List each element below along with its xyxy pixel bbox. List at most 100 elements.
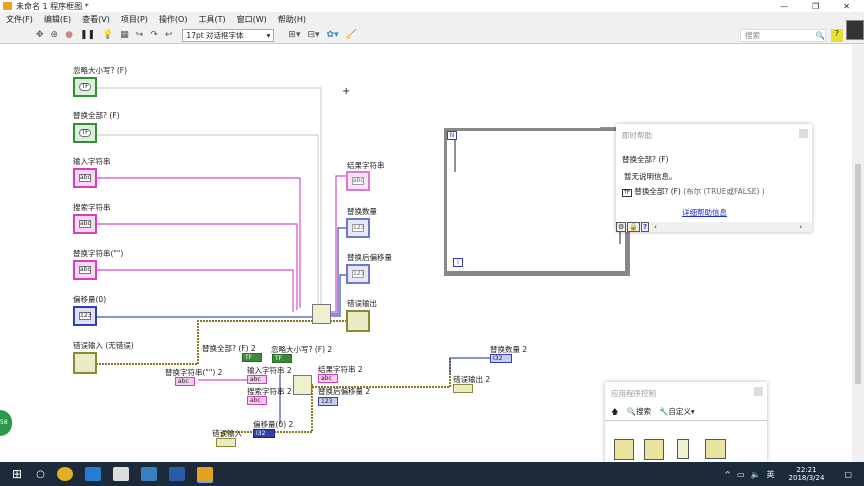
palette-item-invoke-node[interactable] (644, 439, 664, 460)
minimize-button[interactable]: — (780, 1, 789, 11)
cleanup-diagram-icon[interactable]: 🧹 (345, 30, 357, 40)
result-string-indicator[interactable]: abc (346, 171, 370, 191)
search-and-replace-string-node-2[interactable] (293, 375, 312, 395)
label: 输入字符串 2 (247, 366, 292, 375)
help-icon[interactable]: ? (641, 222, 650, 232)
palette-close-button[interactable] (754, 387, 763, 396)
palette-customize-button[interactable]: 🔧自定义▾ (659, 407, 695, 416)
windows-start-icon[interactable]: ⊞ (12, 467, 23, 481)
result-string-terminal[interactable]: abc (318, 374, 338, 383)
font-select[interactable]: 17pt 对话框字体▾ (182, 28, 275, 42)
wires (96, 87, 621, 444)
notifications-icon[interactable]: ▢ (844, 469, 852, 479)
scroll-left-icon[interactable]: ‹ (654, 223, 657, 231)
show-optional-terminals-icon[interactable]: ⚙ (616, 222, 627, 232)
ignore-case-constant[interactable]: TF (272, 354, 292, 363)
run-continuously-icon[interactable]: ⊛ (50, 30, 59, 40)
align-objects-icon[interactable]: ⊞▾ (288, 30, 301, 40)
error-in-terminal[interactable] (216, 438, 236, 447)
ime-indicator[interactable]: 英 (766, 469, 775, 479)
help-close-button[interactable] (799, 129, 808, 138)
scroll-right-icon[interactable]: › (799, 223, 802, 231)
help-title: 即时帮助 (622, 131, 652, 140)
highlight-execution-icon[interactable]: 💡 (102, 30, 114, 40)
menu-project[interactable]: 项目(P) (120, 15, 148, 24)
detailed-help-link[interactable]: 详细帮助信息 (682, 208, 727, 217)
replace-all-control[interactable]: TF (73, 123, 97, 143)
for-loop[interactable]: N i (444, 128, 630, 276)
replace-all-constant[interactable]: TF (242, 353, 262, 362)
menu-file[interactable]: 文件(F) (6, 15, 33, 24)
palette-item-property-node[interactable] (614, 439, 634, 460)
search-input[interactable]: 搜索🔍 (740, 29, 826, 42)
search-icon[interactable]: 🔍 (815, 31, 825, 40)
input-string-control[interactable]: abc (73, 168, 97, 188)
lock-icon[interactable]: 🔒 (627, 222, 640, 232)
menu-tools[interactable]: 工具(T) (198, 15, 226, 24)
search-and-replace-string-node[interactable] (312, 304, 331, 324)
menu-help[interactable]: 帮助(H) (277, 15, 307, 24)
menu-window[interactable]: 窗口(W) (236, 15, 267, 24)
search-string-terminal[interactable]: abc (247, 396, 267, 405)
step-into-icon[interactable]: ↪ (135, 30, 144, 40)
pause-icon[interactable]: ❚❚ (79, 30, 96, 40)
vertical-scrollbar[interactable] (852, 44, 864, 462)
run-icon[interactable]: ✥ (36, 30, 44, 40)
word-icon[interactable] (168, 467, 185, 481)
menu-operate[interactable]: 操作(O) (158, 15, 188, 24)
replace-count-indicator[interactable]: 123 (346, 218, 370, 238)
offset-control[interactable]: 123 (73, 306, 97, 326)
input-string-terminal[interactable]: abc (247, 375, 267, 384)
labview-taskbar-icon[interactable] (196, 467, 213, 481)
step-out-icon[interactable]: ↩ (164, 30, 173, 40)
retain-wire-values-icon[interactable]: ▦ (120, 30, 129, 40)
palette-item-close-reference[interactable] (705, 439, 726, 459)
maximize-button[interactable]: ❐ (812, 1, 820, 11)
reorder-icon[interactable]: ✿▾ (326, 30, 339, 40)
offset-past-terminal[interactable]: 123 (318, 397, 338, 406)
loop-count-terminal[interactable]: N (447, 131, 457, 140)
task-view-icon[interactable]: ○ (36, 468, 45, 480)
side-badge[interactable]: 58 (0, 410, 12, 436)
app-icon[interactable] (140, 467, 157, 481)
up-arrow-icon[interactable]: 🡅 (611, 407, 619, 416)
block-diagram[interactable]: + 忽略大小写? (F) TF 替换全部? (F) TF 输入字符串 abc 搜… (0, 44, 852, 462)
vi-icon (846, 20, 864, 40)
error-in-control[interactable] (73, 352, 97, 374)
offset-past-indicator[interactable]: 123 (346, 264, 370, 284)
palette-item-vi-reference[interactable] (677, 439, 689, 459)
scroll-thumb[interactable] (855, 164, 861, 384)
offset-constant[interactable]: I32 (253, 429, 275, 438)
context-help-button[interactable]: ? (831, 29, 843, 42)
palette-search-button[interactable]: 🔍搜索 (626, 407, 652, 416)
label: 错误输出 2 (453, 375, 491, 384)
label: 替换数量 2 (490, 345, 528, 354)
menu-edit[interactable]: 编辑(E) (43, 15, 72, 24)
replace-count-terminal[interactable]: I32 (490, 354, 512, 363)
palette-toolbar: 🡅 🔍搜索 🔧自定义▾ (611, 406, 695, 419)
help-type-line: TF 替换全部? (F) (布尔 (TRUE或FALSE) ) (622, 187, 765, 197)
distribute-objects-icon[interactable]: ⊟▾ (307, 30, 320, 40)
replace-string-terminal[interactable]: abc (175, 377, 195, 386)
abort-icon[interactable]: ● (65, 30, 73, 40)
step-over-icon[interactable]: ↷ (150, 30, 158, 40)
label: 替换全部? (F) 2 (202, 344, 256, 353)
functions-palette: 应用程序控制 🡅 🔍搜索 🔧自定义▾ (605, 382, 767, 462)
chrome-icon[interactable] (56, 467, 73, 481)
error-out-terminal[interactable] (453, 384, 473, 393)
volume-icon[interactable]: 🔈 (750, 469, 761, 479)
tray-chevron-icon[interactable]: ^ (724, 469, 731, 479)
menu-view[interactable]: 查看(V) (82, 15, 110, 24)
label: 替换后偏移量 2 (318, 387, 371, 396)
toolbar: ✥ ⊛ ● ❚❚ 💡 ▦ ↪ ↷ ↩ 17pt 对话框字体▾ ⊞▾ ⊟▾ ✿▾ … (0, 27, 864, 44)
mail-icon[interactable] (112, 467, 129, 481)
network-icon[interactable]: ▭ (737, 469, 745, 479)
ignore-case-control[interactable]: TF (73, 77, 97, 97)
close-button[interactable]: ✕ (843, 1, 850, 11)
indicator-label: 替换后偏移量 (347, 253, 392, 262)
error-out-indicator[interactable] (346, 310, 370, 332)
replace-string-control[interactable]: abc (73, 260, 97, 280)
search-string-control[interactable]: abc (73, 214, 97, 234)
edge-icon[interactable] (84, 467, 101, 481)
